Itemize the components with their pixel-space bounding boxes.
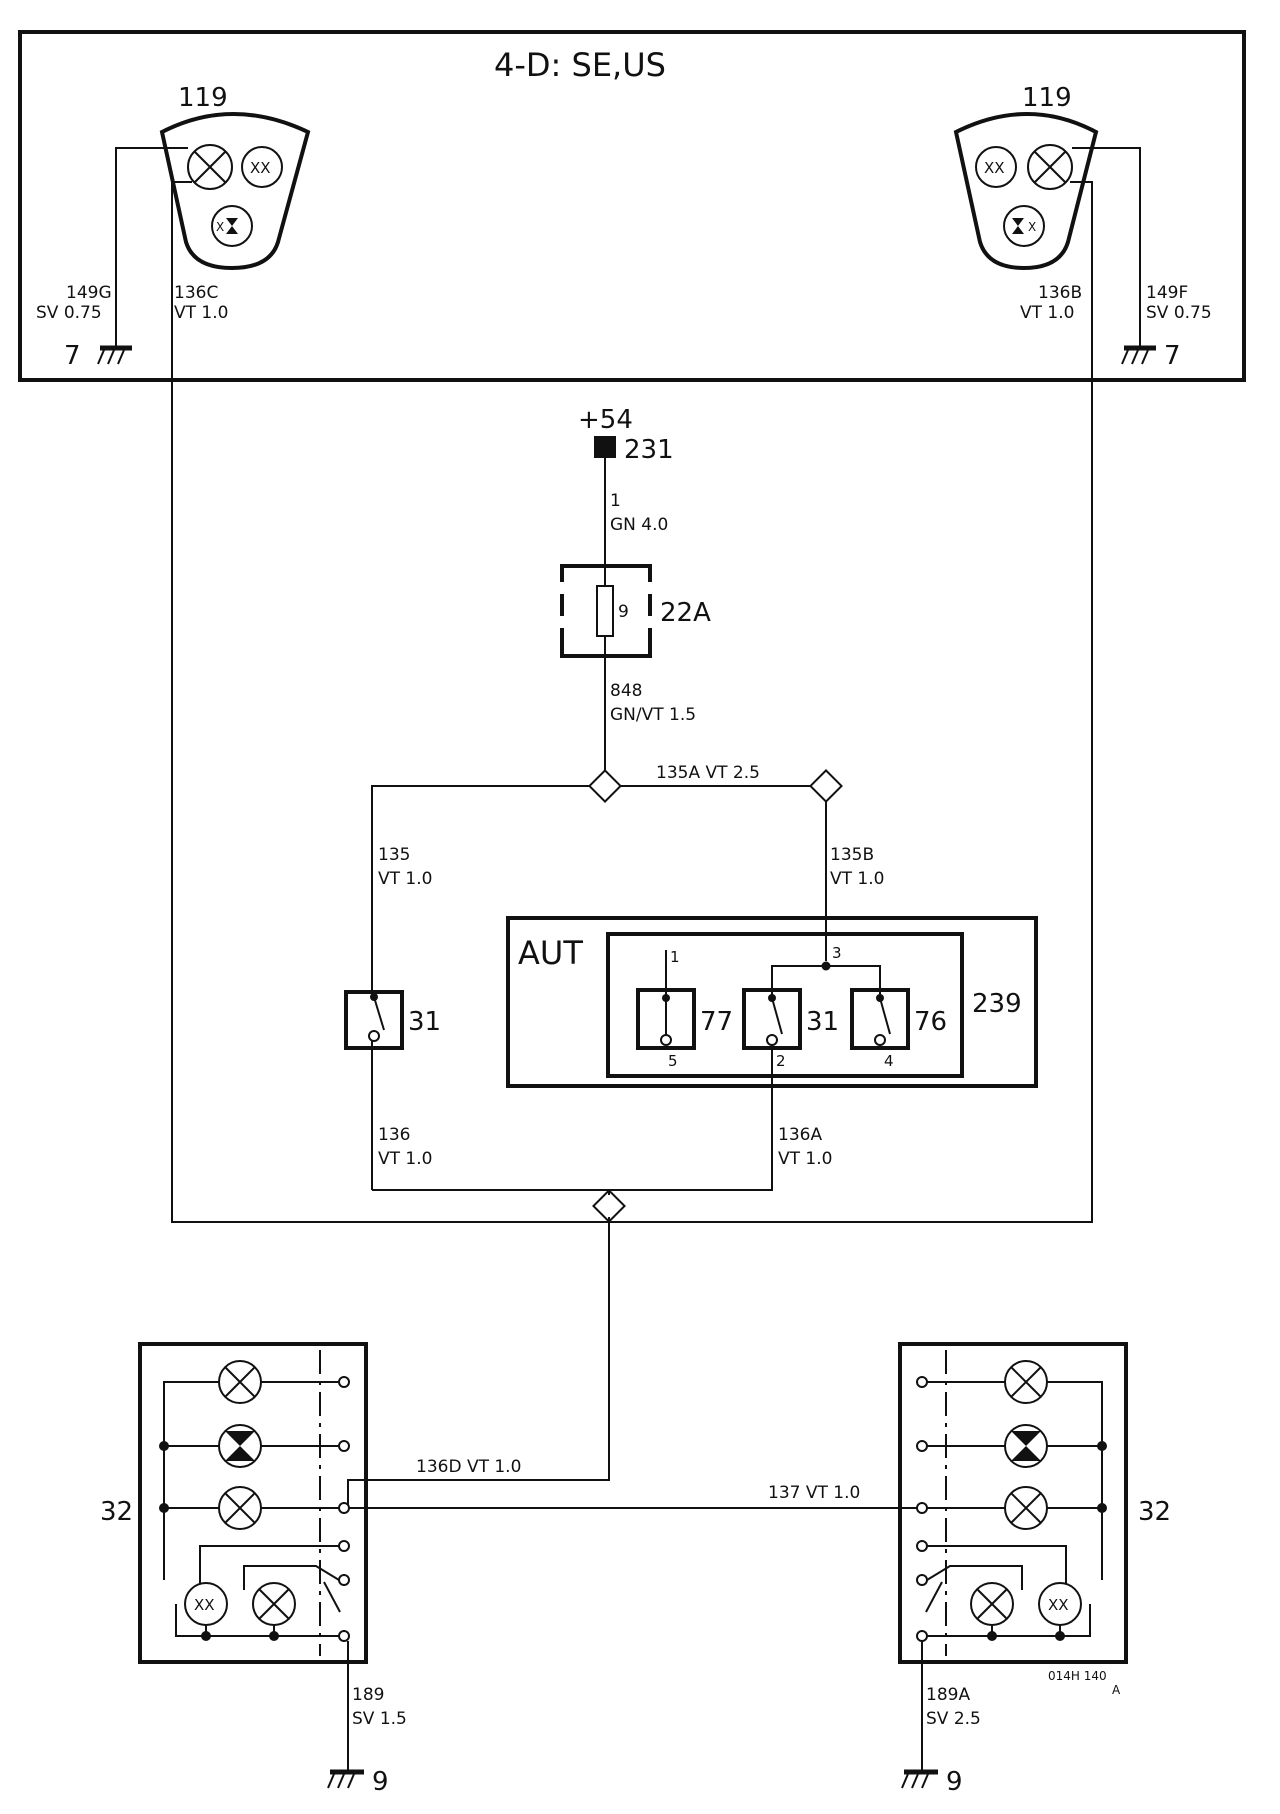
switch-31-pin-bottom: 2 bbox=[776, 1052, 786, 1070]
lamp-assembly-left-id: 119 bbox=[178, 83, 228, 113]
lamp-assembly-right: 119 XX X bbox=[953, 83, 1099, 271]
wire-136a-spec: VT 1.0 bbox=[778, 1149, 832, 1169]
wire-136d bbox=[347, 1217, 610, 1508]
lamp-xx-icon: XX bbox=[975, 146, 1017, 188]
ground-right-top: 7 bbox=[1072, 147, 1181, 371]
fuse-number: 9 bbox=[618, 602, 629, 622]
wire-136a bbox=[372, 1045, 773, 1191]
bulb-icon bbox=[1004, 1486, 1048, 1530]
splice-node-bottom bbox=[592, 1189, 626, 1223]
wire-135-id: 135 bbox=[378, 845, 410, 865]
enclosure-title: 4-D: SE,US bbox=[494, 46, 666, 84]
wire-189-spec: SV 1.5 bbox=[352, 1709, 407, 1729]
lamp-xx-icon: XX bbox=[184, 1582, 228, 1626]
auto-label: AUT bbox=[518, 934, 583, 972]
wire-189a-spec: SV 2.5 bbox=[926, 1709, 981, 1729]
wire-136c-spec: VT 1.0 bbox=[174, 303, 228, 323]
auto-gearbox-section: AUT 239 1 5 77 3 2 31 4 76 bbox=[506, 916, 1038, 1088]
bulb-filled-icon bbox=[1004, 1424, 1048, 1468]
wire-149f-id: 149F bbox=[1146, 283, 1188, 303]
wire-189a-id: 189A bbox=[926, 1685, 970, 1705]
wire-1-spec: GN 4.0 bbox=[610, 515, 668, 535]
module-239 bbox=[606, 932, 964, 1078]
rear-roof-enclosure: 4-D: SE,US bbox=[18, 30, 1246, 382]
lamp-xx-label: XX bbox=[250, 159, 271, 177]
tail-cluster-right-id: 32 bbox=[1138, 1497, 1171, 1527]
lamp-xx-label: XX bbox=[984, 159, 1005, 177]
ground-left-bottom: 9 bbox=[327, 1767, 389, 1797]
ground-left-top-id: 7 bbox=[64, 341, 81, 371]
tail-cluster-left-id: 32 bbox=[100, 1497, 133, 1527]
wire-136d-label: 136D VT 1.0 bbox=[416, 1457, 521, 1477]
ground-right-bottom: 9 bbox=[901, 1767, 963, 1797]
wire-136c-id: 136C bbox=[174, 283, 218, 303]
power-terminal-label: +54 bbox=[578, 405, 633, 435]
svg-text:X: X bbox=[216, 220, 224, 234]
wire-136c bbox=[171, 181, 1093, 1223]
lamp-xx-icon: XX bbox=[1038, 1582, 1082, 1626]
bulb-icon bbox=[218, 1486, 262, 1530]
fuse-box-id: 22A bbox=[660, 598, 711, 628]
wire-136-id: 136 bbox=[378, 1125, 410, 1145]
splice-node-right bbox=[809, 769, 843, 803]
switch-76-id: 76 bbox=[914, 1007, 947, 1037]
bulb-icon bbox=[252, 1582, 296, 1626]
drawing-ref-line2: A bbox=[1112, 1683, 1121, 1697]
svg-text:X: X bbox=[1028, 220, 1036, 234]
lamp-hourglass-icon: X bbox=[1003, 205, 1045, 247]
wire-1-id: 1 bbox=[610, 491, 621, 511]
lamp-assembly-right-id: 119 bbox=[1022, 83, 1072, 113]
power-terminal: +54 231 bbox=[578, 405, 674, 465]
wire-848-id: 848 bbox=[610, 681, 642, 701]
manual-switch-31: 31 bbox=[344, 990, 441, 1050]
wire-136b-id: 136B bbox=[1038, 283, 1082, 303]
bulb-icon bbox=[1004, 1360, 1048, 1404]
wire-137-label: 137 VT 1.0 bbox=[768, 1483, 860, 1503]
ground-left-bottom-id: 9 bbox=[372, 1767, 389, 1797]
manual-switch-31-id: 31 bbox=[408, 1007, 441, 1037]
drawing-ref-line1: 014H 140 bbox=[1048, 1669, 1107, 1683]
wire-189-id: 189 bbox=[352, 1685, 384, 1705]
bulb-icon bbox=[970, 1582, 1014, 1626]
bulb-icon bbox=[218, 1360, 262, 1404]
bulb-filled-icon bbox=[218, 1424, 262, 1468]
svg-text:XX: XX bbox=[194, 1596, 215, 1614]
lamp-bulb-icon bbox=[187, 144, 233, 190]
wire-135b-spec: VT 1.0 bbox=[830, 869, 884, 889]
switch-31-pin-top: 3 bbox=[832, 944, 842, 962]
wire-135a-label: 135A VT 2.5 bbox=[656, 763, 760, 783]
wire-149g-spec: SV 0.75 bbox=[36, 303, 102, 323]
ground-left-top: 7 bbox=[64, 147, 188, 371]
lamp-assembly-left: 119 XX X bbox=[159, 83, 311, 271]
switch-77-pin-bottom: 5 bbox=[668, 1052, 678, 1070]
module-239-id: 239 bbox=[972, 989, 1022, 1019]
wire-149g-id: 149G bbox=[66, 283, 112, 303]
svg-text:XX: XX bbox=[1048, 1596, 1069, 1614]
lamp-hourglass-icon: X bbox=[211, 205, 253, 247]
wire-848-spec: GN/VT 1.5 bbox=[610, 705, 696, 725]
wire-136a-id: 136A bbox=[778, 1125, 822, 1145]
lamp-bulb-icon bbox=[1027, 144, 1073, 190]
fuse-icon bbox=[596, 585, 614, 637]
tail-light-cluster-left: 32 XX bbox=[100, 1342, 368, 1664]
switch-76-pin-bottom: 4 bbox=[884, 1052, 894, 1070]
wire-149f-spec: SV 0.75 bbox=[1146, 303, 1212, 323]
wire-135b-id: 135B bbox=[830, 845, 874, 865]
fuse-box-22a: 9 22A bbox=[560, 564, 711, 658]
wire-136b-spec: VT 1.0 bbox=[1020, 303, 1074, 323]
switch-77-id: 77 bbox=[700, 1007, 733, 1037]
ground-right-top-id: 7 bbox=[1164, 341, 1181, 371]
power-connector-id: 231 bbox=[624, 435, 674, 465]
splice-node-left bbox=[588, 769, 622, 803]
wire-135-spec: VT 1.0 bbox=[378, 869, 432, 889]
wire-135a bbox=[371, 785, 827, 998]
lamp-xx-icon: XX bbox=[241, 146, 283, 188]
wire-136-spec: VT 1.0 bbox=[378, 1149, 432, 1169]
switch-77-pin-top: 1 bbox=[670, 948, 680, 966]
tail-light-cluster-right: 32 bbox=[898, 1342, 1171, 1664]
ground-right-bottom-id: 9 bbox=[946, 1767, 963, 1797]
switch-31-id: 31 bbox=[806, 1007, 839, 1037]
